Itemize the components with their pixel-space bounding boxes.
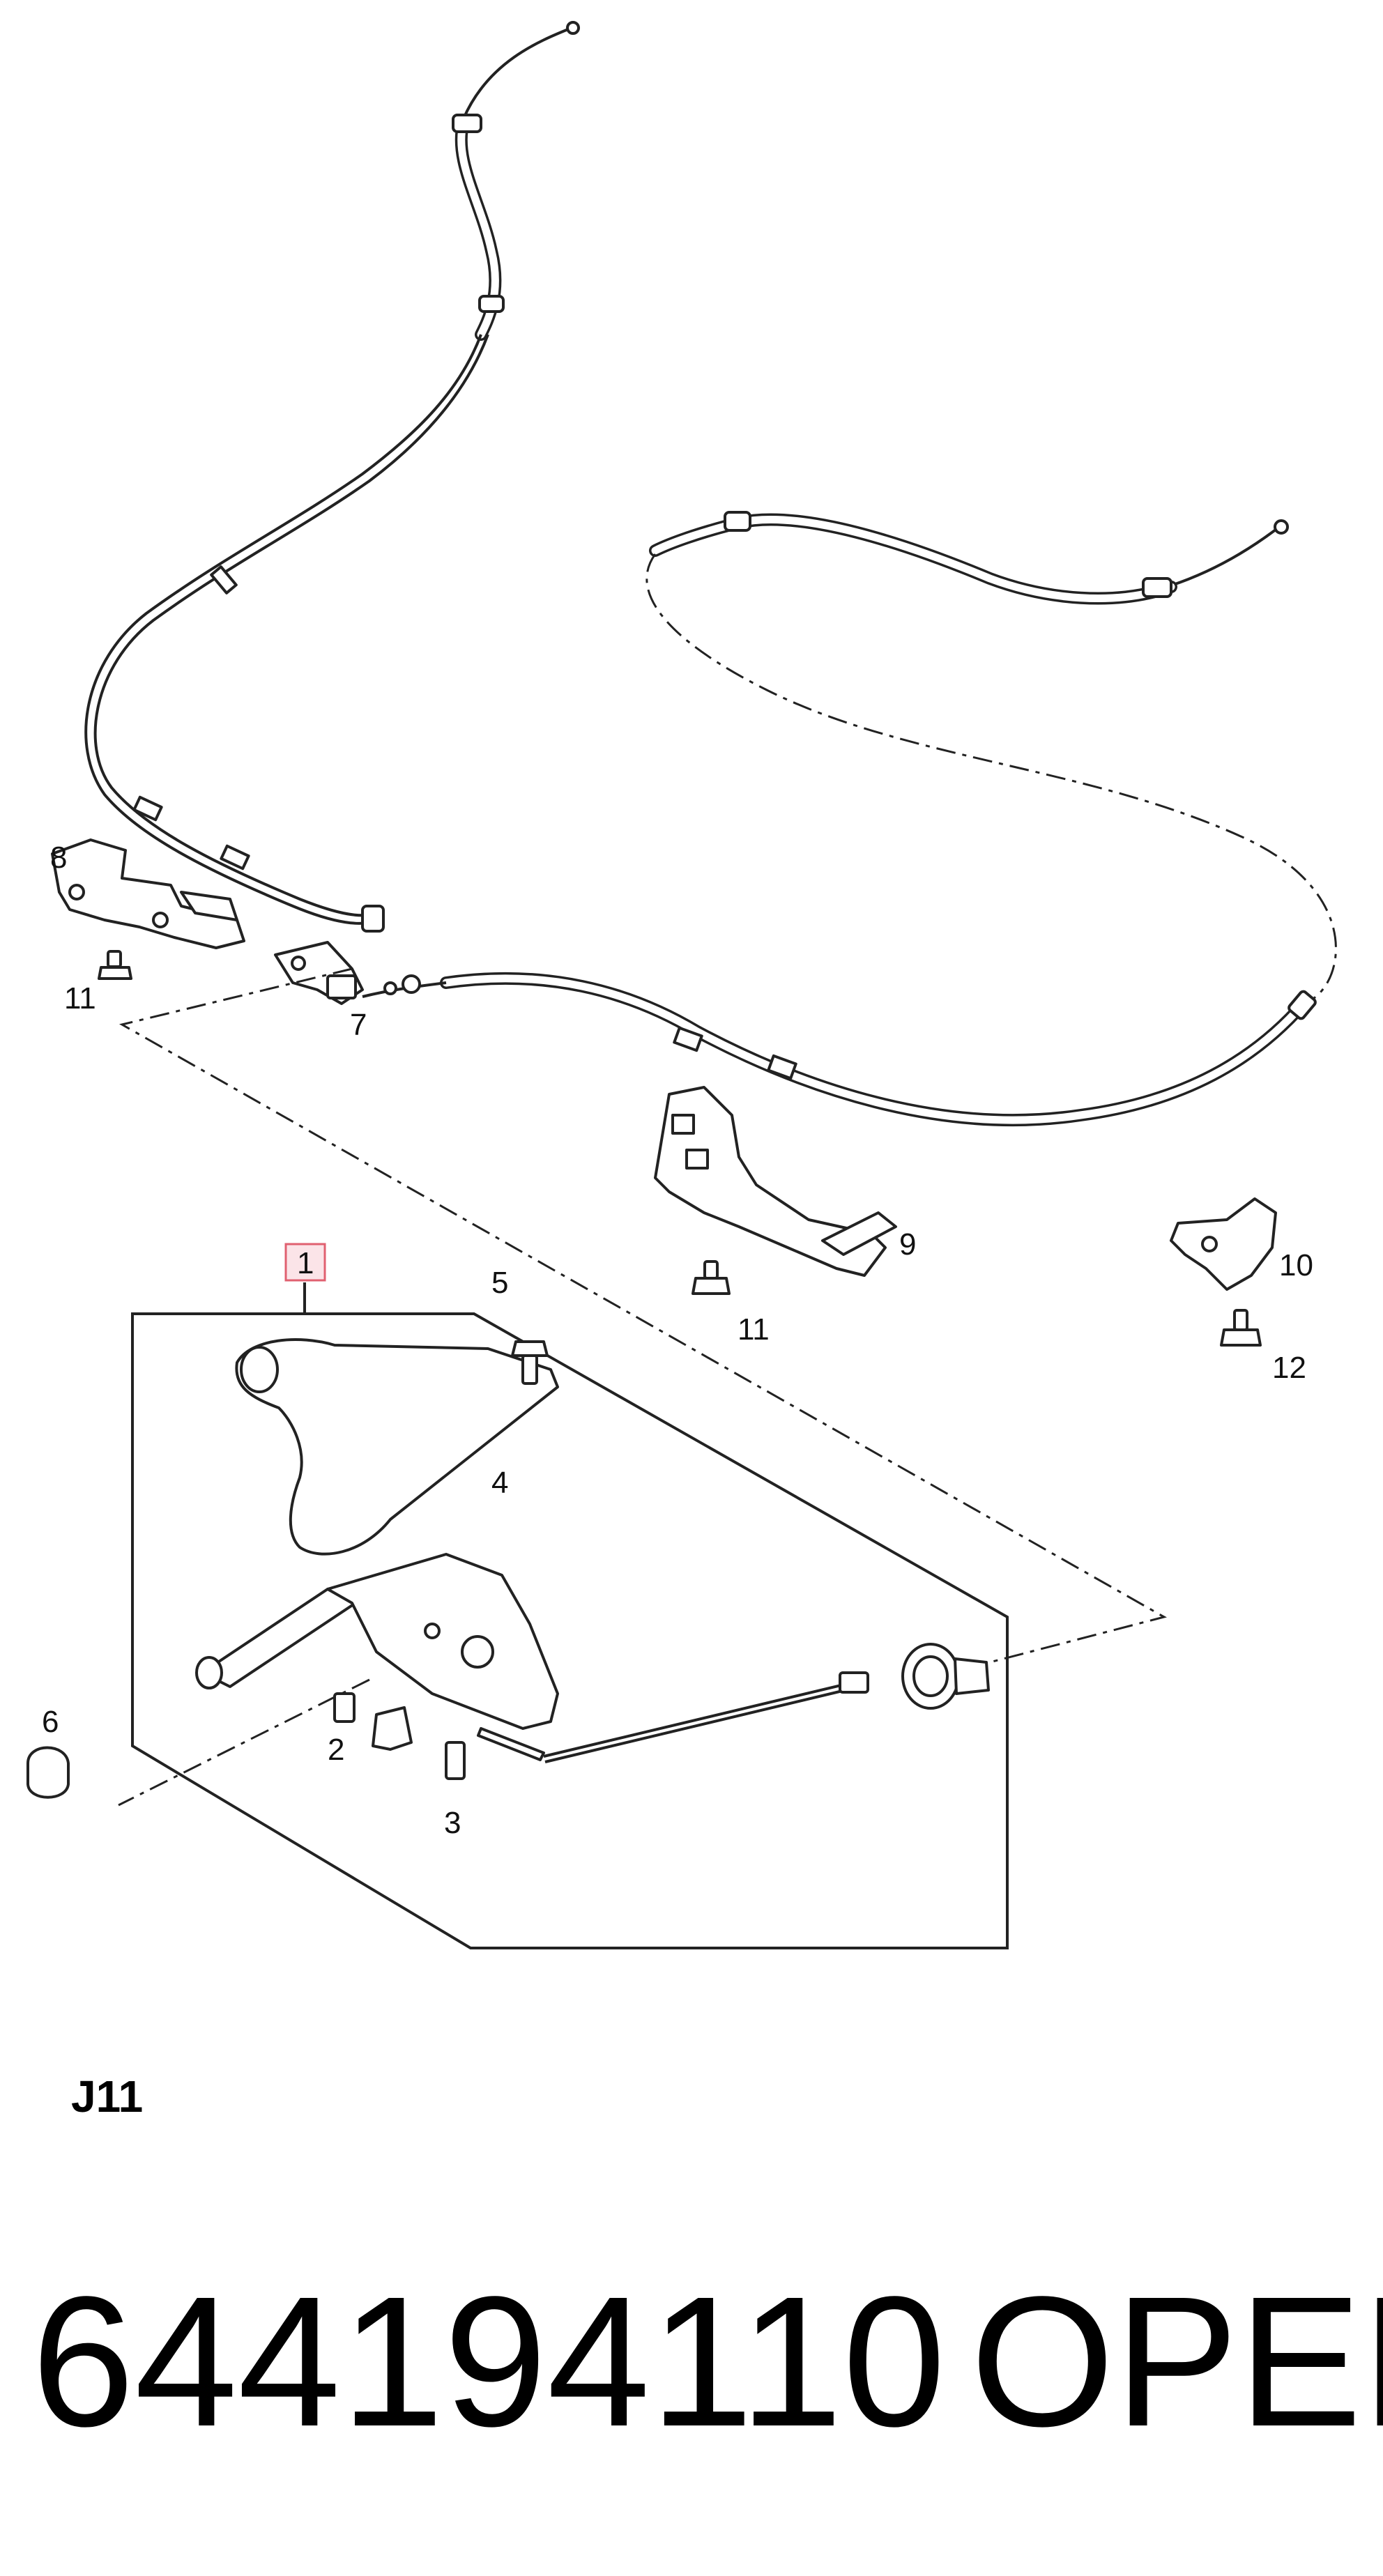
cable-adjuster <box>445 1727 545 1780</box>
callout-3: 3 <box>444 1806 461 1840</box>
callout-1: 1 <box>297 1246 314 1280</box>
parking-brake-lever <box>195 1553 559 1730</box>
callout-11-center: 11 <box>738 1312 770 1347</box>
callout-2: 2 <box>328 1733 344 1767</box>
brand-name: OPEL <box>970 2258 1383 2465</box>
lever-boot <box>235 1338 559 1556</box>
callout-12: 12 <box>1272 1351 1306 1385</box>
callout-1-box <box>284 1243 326 1282</box>
cable-equalizer <box>274 941 364 1005</box>
clip-reference-line <box>118 1678 370 1807</box>
right-rear-brake-cable <box>362 511 1337 1127</box>
bolt-5 <box>511 1340 549 1385</box>
callout-6: 6 <box>42 1705 59 1739</box>
left-rear-brake-cable <box>84 21 580 933</box>
group-code: J11 <box>71 2071 143 2122</box>
assembly-frame <box>131 1312 1009 1949</box>
callout-11-left: 11 <box>64 981 96 1015</box>
clip-cap <box>26 1746 70 1799</box>
callout-10: 10 <box>1279 1248 1313 1282</box>
cable-bracket-left <box>51 838 245 949</box>
bolt-center <box>692 1260 731 1295</box>
brake-switch <box>333 1692 413 1751</box>
callout-7: 7 <box>350 1008 367 1042</box>
callout-5: 5 <box>491 1266 508 1300</box>
part-number: 644194110 <box>31 2258 946 2465</box>
cable-bracket-center <box>654 1086 897 1277</box>
callout-4: 4 <box>491 1466 508 1500</box>
bolt-right <box>1220 1309 1262 1347</box>
bolt-left <box>98 950 132 980</box>
callout-8: 8 <box>50 841 67 875</box>
cable-grommet <box>901 1643 990 1710</box>
callout-9: 9 <box>899 1227 916 1262</box>
cable-bracket-right <box>1170 1197 1277 1291</box>
assembly-reference-line <box>119 967 1167 1664</box>
front-brake-cable <box>543 1671 869 1763</box>
